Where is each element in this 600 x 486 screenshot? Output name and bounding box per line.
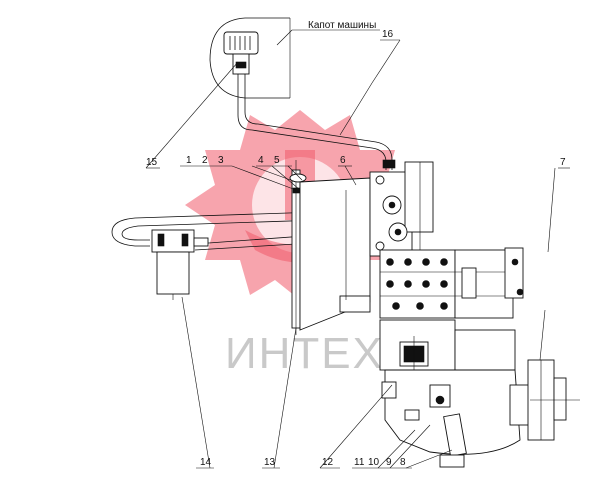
callout-15: 15 — [146, 157, 158, 168]
callout-11: 11 — [354, 457, 365, 468]
callout-5: 5 — [274, 155, 280, 166]
breather-tube — [237, 74, 387, 170]
callout-7: 7 — [560, 157, 566, 168]
tube-fitting — [382, 159, 396, 169]
callout-4: 4 — [258, 155, 264, 166]
callout-16: 16 — [382, 29, 394, 40]
drive-assembly — [379, 247, 580, 468]
machine-hood — [209, 17, 380, 99]
callout-2: 2 — [202, 155, 208, 166]
callout-12: 12 — [322, 457, 334, 468]
hood-label: Капот машины — [308, 20, 376, 31]
leader-lines — [145, 39, 570, 469]
callout-9: 9 — [386, 457, 392, 468]
callout-14: 14 — [200, 457, 212, 468]
callout-3: 3 — [218, 155, 224, 166]
callout-1: 1 — [186, 155, 192, 166]
fuel-filter — [151, 229, 209, 300]
callout-8: 8 — [400, 457, 406, 468]
breather-tube-outer — [244, 74, 393, 170]
watermark-text: ИНТЕХ — [225, 329, 384, 378]
callout-6: 6 — [340, 155, 346, 166]
air-intake-cap — [223, 31, 259, 75]
pump-housing — [299, 161, 434, 331]
callout-13: 13 — [264, 457, 276, 468]
callout-10: 10 — [368, 457, 380, 468]
